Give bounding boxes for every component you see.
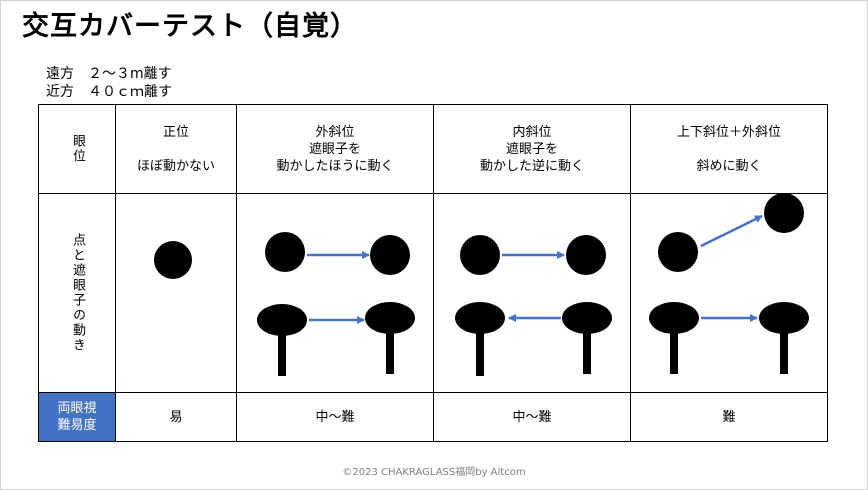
header-cell-esophoria: 内斜位 遮眼子を 動かした逆に動く: [433, 104, 631, 194]
dot-icon: [764, 194, 804, 233]
dot-icon: [265, 232, 305, 272]
column-description: 遮眼子を 動かした逆に動く: [479, 141, 584, 174]
header-cell-exophoria: 外斜位 遮眼子を 動かしたほうに動く: [236, 104, 434, 194]
row-header-movement-cell: 点と遮眼子の動き: [38, 193, 116, 393]
difficulty-cell-esophoria: 中～難: [433, 392, 631, 442]
column-name: 上下斜位＋外斜位: [676, 124, 781, 140]
note-near: 近方 ４０ｃｍ離す: [46, 84, 172, 100]
row-header-gaze: 眼位: [70, 134, 85, 164]
column-name: 外斜位: [315, 124, 355, 140]
movement-cell-esophoria: [433, 193, 631, 393]
occluder-icon: [562, 302, 612, 374]
copyright-footer: ©2023 CHAKRAGLASS福岡by Altcom: [342, 467, 526, 478]
movement-row: 点と遮眼子の動き: [38, 193, 828, 393]
esophoria-diagram: [455, 235, 612, 376]
header-cell-hyperphoria-exophoria: 上下斜位＋外斜位 斜めに動く: [630, 104, 828, 194]
cover-test-table: 眼位 正位 ほぼ動かない 外斜位 遮眼子を 動かしたほうに動く 内斜位 遮眼子を…: [38, 104, 828, 442]
orthophoria-diagram: [154, 241, 192, 279]
occluder-icon: [365, 302, 415, 374]
dot-icon: [460, 235, 500, 275]
exophoria-diagram: [257, 232, 415, 376]
header-row: 眼位 正位 ほぼ動かない 外斜位 遮眼子を 動かしたほうに動く 内斜位 遮眼子を…: [38, 104, 828, 194]
column-name: 正位: [162, 124, 189, 140]
dot-icon: [370, 235, 410, 275]
dot-icon: [566, 235, 606, 275]
hyperphoria-exophoria-diagram: [649, 194, 809, 374]
row-header-difficulty: 両眼視 難易度: [57, 401, 97, 433]
dot-icon: [154, 241, 192, 279]
header-cell-orthophoria: 正位 ほぼ動かない: [115, 104, 237, 194]
row-header-difficulty-cell: 両眼視 難易度: [38, 392, 116, 442]
row-header-movement: 点と遮眼子の動き: [70, 233, 85, 353]
difficulty-cell-orthophoria: 易: [115, 392, 237, 442]
occluder-icon: [455, 302, 505, 376]
column-description: 遮眼子を 動かしたほうに動く: [276, 141, 394, 174]
column-name: 内斜位: [512, 124, 552, 140]
column-description: ほぼ動かない: [136, 158, 215, 174]
occluder-icon: [257, 304, 307, 376]
movement-cell-hyperphoria-exophoria: [630, 193, 828, 393]
arrow-icon: [700, 214, 763, 248]
difficulty-cell-hyperphoria-exophoria: 難: [630, 392, 828, 442]
movement-cell-exophoria: [236, 193, 434, 393]
movement-cell-orthophoria: [115, 193, 237, 393]
note-far: 遠方 ２～３m離す: [46, 66, 172, 82]
difficulty-row: 両眼視 難易度 易 中～難 中～難 難: [38, 392, 828, 442]
difficulty-cell-exophoria: 中～難: [236, 392, 434, 442]
occluder-icon: [759, 302, 809, 374]
page-title: 交互カバーテスト（自覚）: [22, 11, 358, 42]
occluder-icon: [649, 302, 699, 374]
column-description: 斜めに動く: [696, 158, 762, 174]
dot-icon: [658, 232, 698, 272]
row-header-gaze-cell: 眼位: [38, 104, 116, 194]
